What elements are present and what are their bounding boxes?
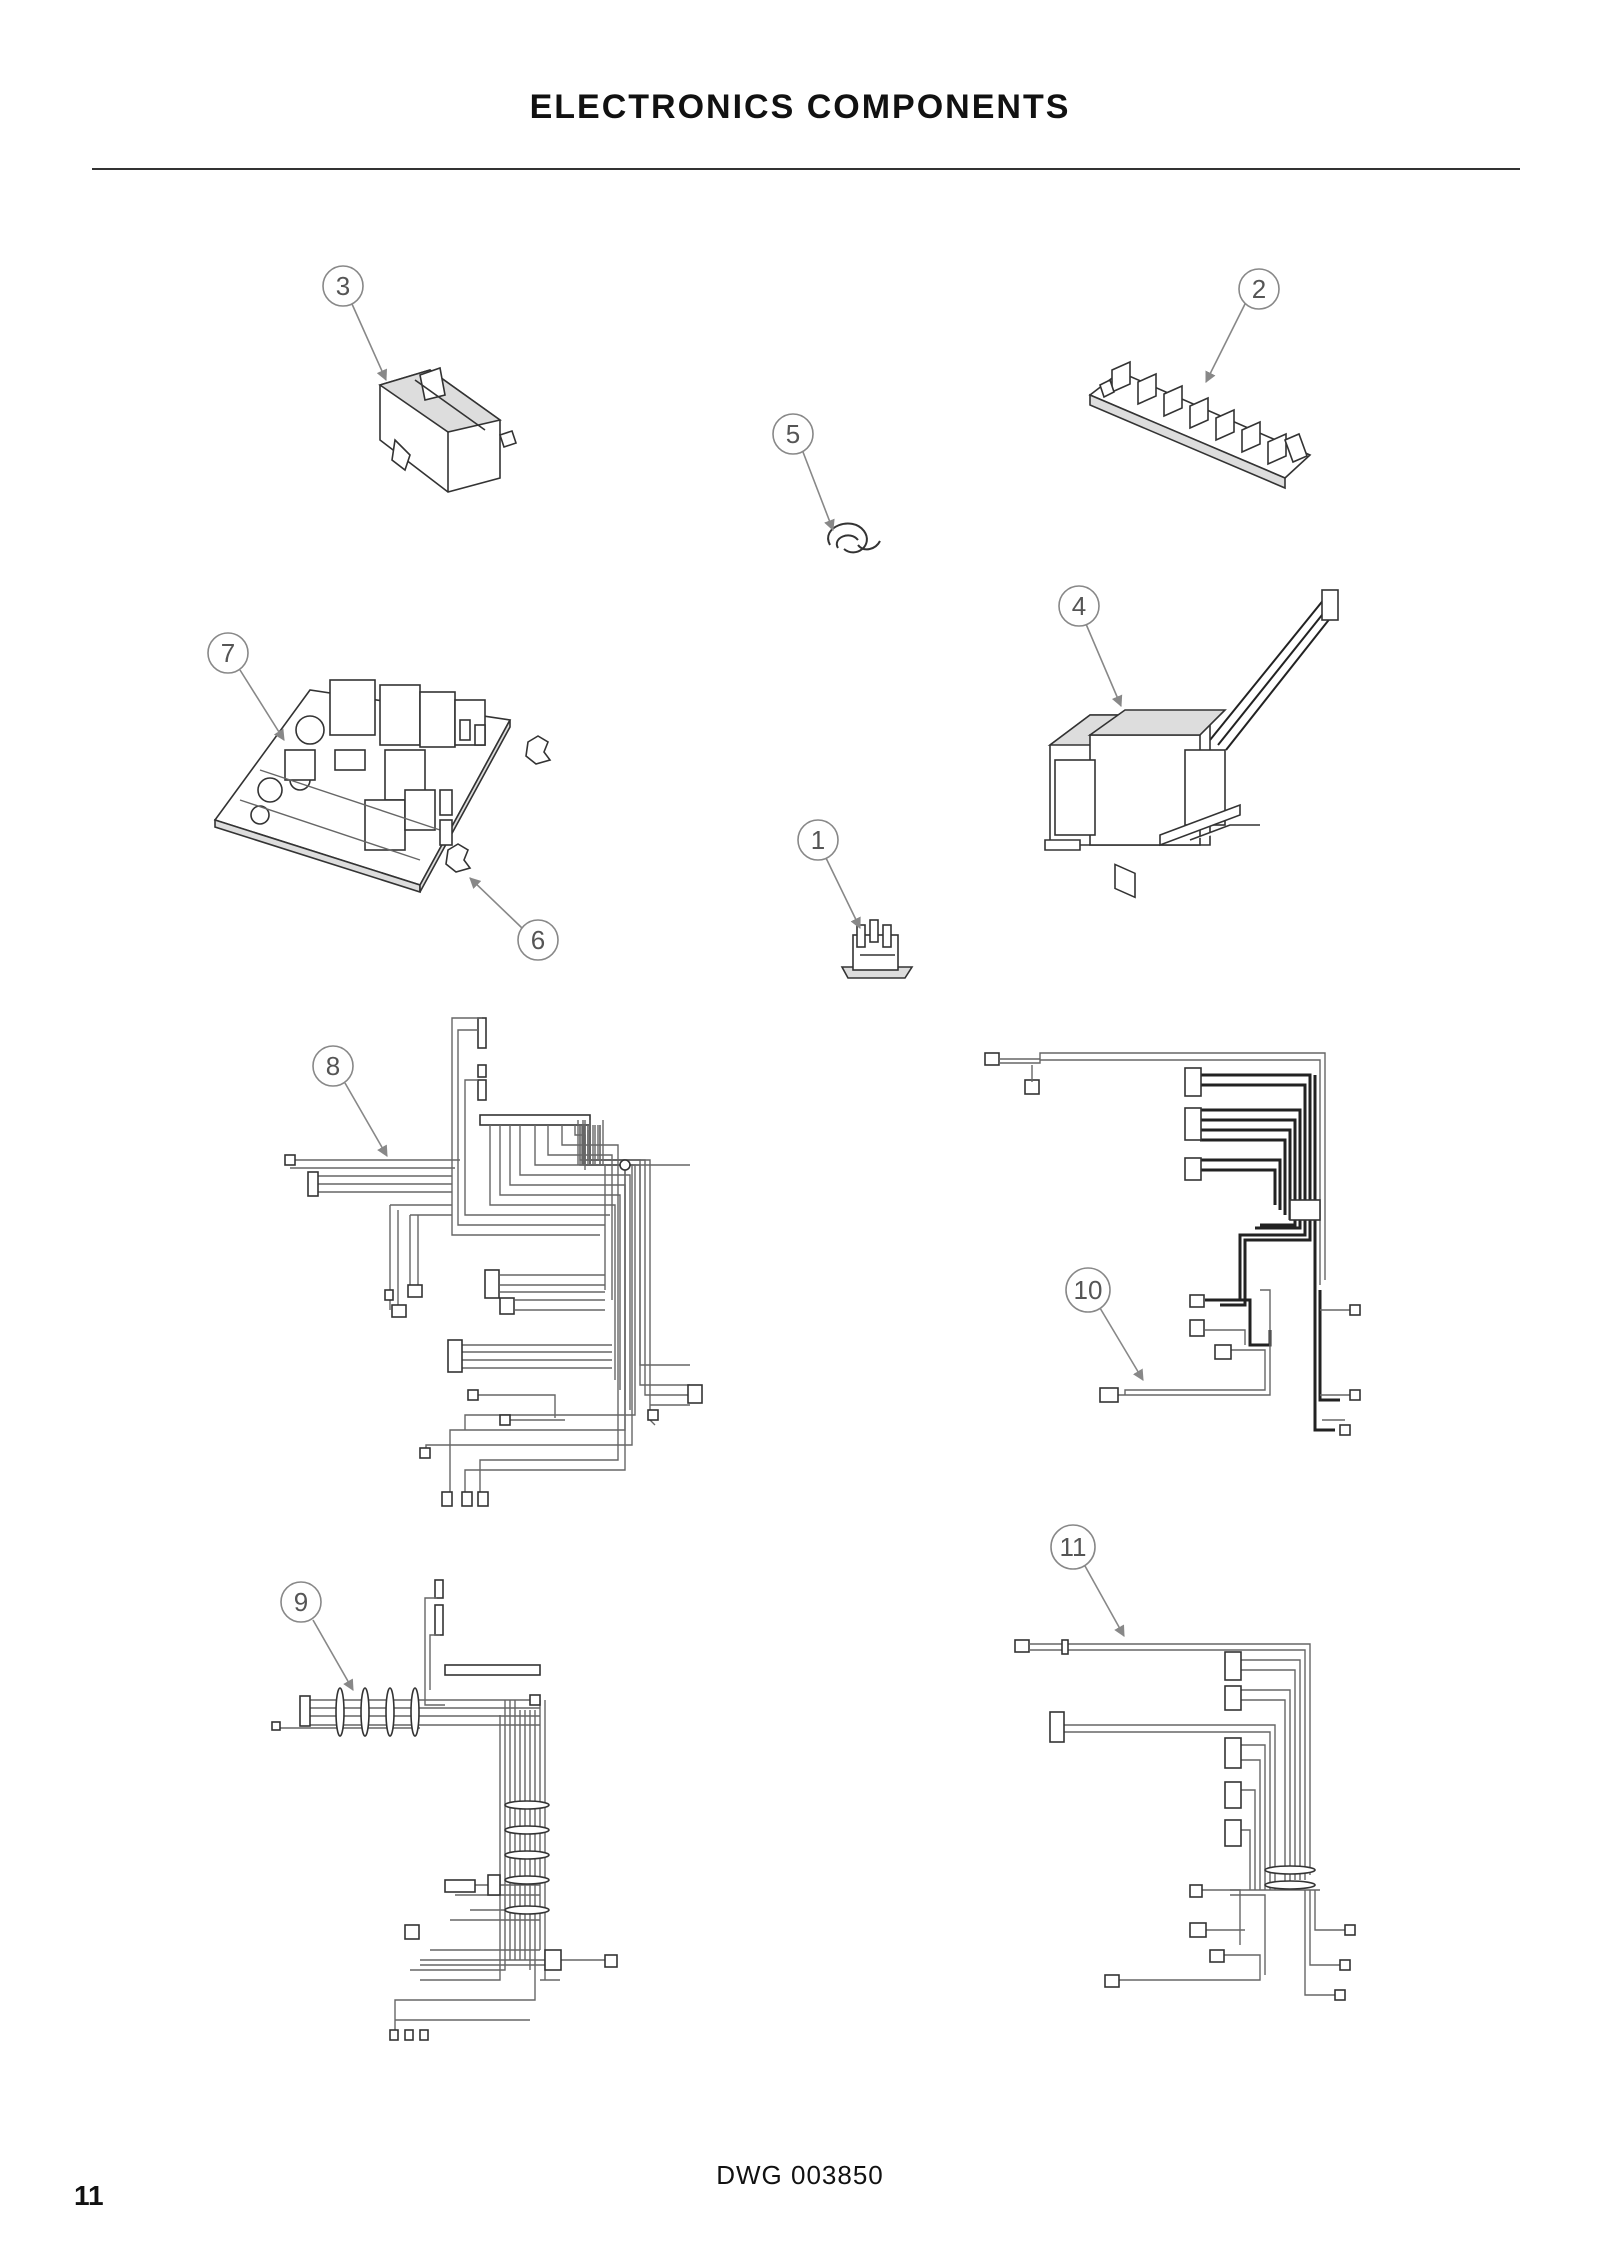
callout-8: 8 xyxy=(312,1045,388,1157)
callout-label: 2 xyxy=(1252,274,1266,304)
control-board-drawing xyxy=(213,679,512,894)
drawing-number: DWG 003850 xyxy=(716,2160,884,2190)
callout-label: 6 xyxy=(531,925,545,955)
terminal-block-drawing xyxy=(840,919,914,979)
callout-label: 9 xyxy=(294,1587,308,1617)
callout-label: 10 xyxy=(1074,1275,1103,1305)
callout-11: 11 xyxy=(1050,1524,1125,1637)
relay-drawing xyxy=(378,366,518,493)
callout-10: 10 xyxy=(1065,1267,1144,1381)
callout-2: 2 xyxy=(1205,268,1280,384)
title-divider xyxy=(92,168,1520,170)
callout-9: 9 xyxy=(280,1581,354,1691)
wire-harness-9-drawing xyxy=(271,1579,618,2041)
page-title: ELECTRONICS COMPONENTS xyxy=(529,88,1071,126)
callout-label: 1 xyxy=(811,825,825,855)
wire-clip-drawing xyxy=(827,522,881,554)
callout-7: 7 xyxy=(207,632,285,741)
callout-label: 4 xyxy=(1072,591,1086,621)
callout-3: 3 xyxy=(322,265,387,382)
callout-6: 6 xyxy=(469,877,559,961)
callout-label: 7 xyxy=(221,638,235,668)
callout-5: 5 xyxy=(772,413,835,532)
callout-1: 1 xyxy=(797,819,861,930)
callout-label: 3 xyxy=(336,271,350,301)
wire-harness-8-drawing xyxy=(284,1017,703,1507)
callout-label: 11 xyxy=(1060,1532,1087,1562)
transformer-drawing xyxy=(1044,589,1339,851)
callout-label: 5 xyxy=(786,419,800,449)
wire-harness-10-drawing xyxy=(984,1052,1361,1436)
page-number: 11 xyxy=(74,2180,104,2211)
terminal-strip-drawing xyxy=(1088,360,1312,899)
callout-4: 4 xyxy=(1058,585,1123,708)
wire-harness-11-drawing xyxy=(1014,1639,1356,2001)
standoff-drawing xyxy=(445,735,552,873)
callout-label: 8 xyxy=(326,1051,340,1081)
